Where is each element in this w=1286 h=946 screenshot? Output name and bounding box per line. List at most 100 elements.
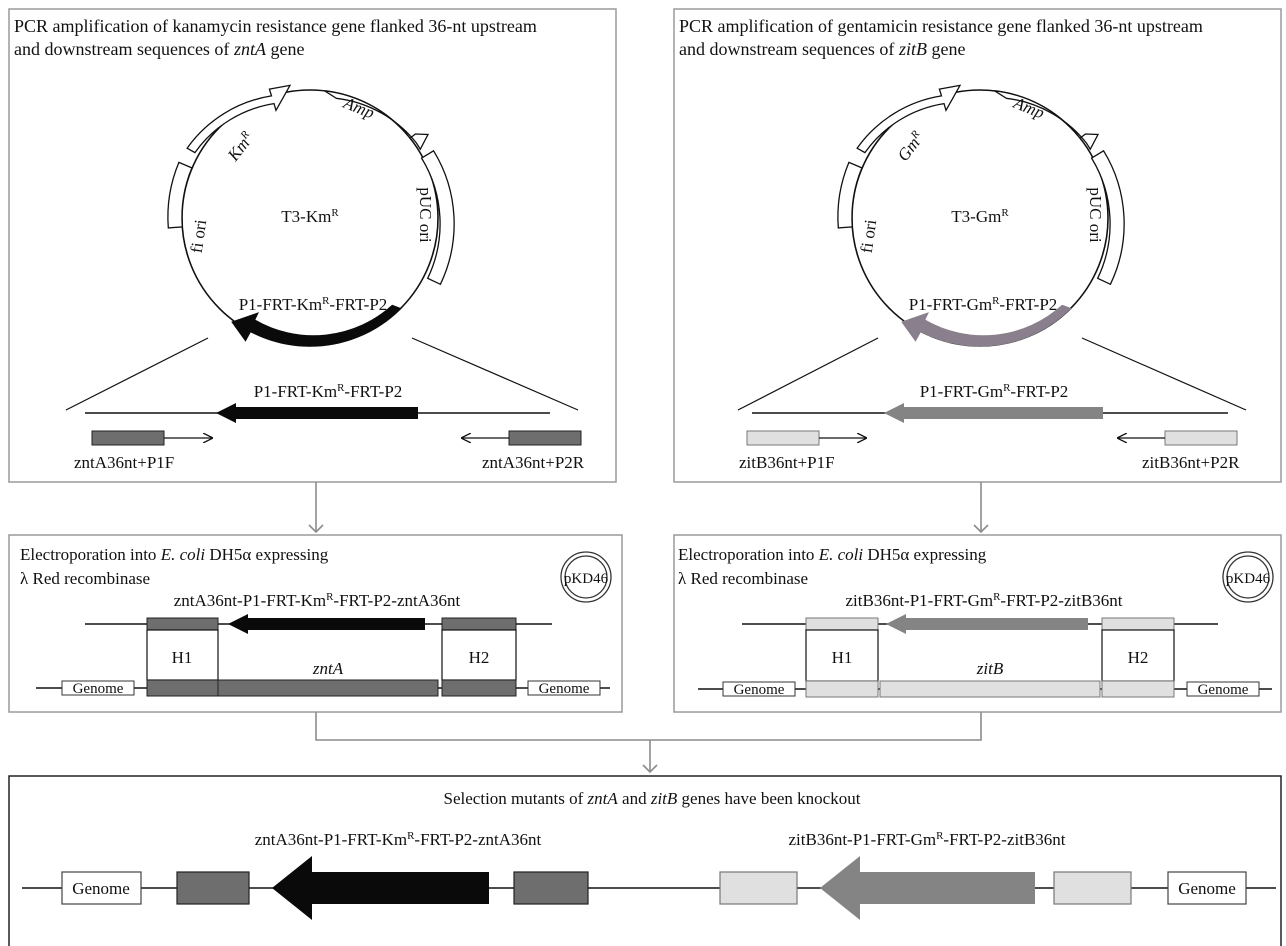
right-electro-h2-box [1101,617,1175,631]
bottom-genome-box-left [61,871,142,905]
right-electro-line1: Electroporation into E. coli DH5α expres… [678,545,987,564]
left-pcr-panel: PCR amplification of kanamycin resistanc… [8,8,617,483]
left-h1-region [146,629,219,681]
right-h2-region [1101,629,1175,682]
right-plasmid-cassette-label: P1-FRT-GmR-FRT-P2 [909,295,1058,314]
left-plasmid-cassette-label: P1-FRT-KmR-FRT-P2 [239,295,388,314]
right-primer-f-label: zitB36nt+P1F [739,453,835,472]
left-genome-h1 [146,679,219,697]
right-pcr-cassette-label: P1-FRT-GmR-FRT-P2 [920,382,1069,401]
right-genome-box-right [1186,681,1260,697]
right-pcr-product: P1-FRT-GmR-FRT-P2 zitB36nt+P1F zitB36nt+… [739,382,1240,472]
left-electro-line1: Electroporation into E. coli DH5α expres… [20,545,329,564]
right-electro-cassette-arrow [886,614,1088,634]
left-pcr-panel-frame [8,8,617,483]
right-puc-ori-arc [1090,149,1125,286]
left-primer-r-label: zntA36nt+P2R [482,453,585,472]
left-h2-region [441,629,517,681]
bottom-title: Selection mutants of zntA and zitB genes… [444,789,861,808]
bottom-km-cassette-arrow [272,856,489,920]
left-h2-label: H2 [469,648,490,667]
left-pcr-product: P1-FRT-KmR-FRT-P2 zntA36nt+P1F zntA36nt+… [74,382,585,472]
left-pcr-cassette-label: P1-FRT-KmR-FRT-P2 [254,382,403,401]
right-panel-title-line2: and downstream sequences of zitB gene [679,39,965,59]
bottom-left-construct-label: zntA36nt-P1-FRT-KmR-FRT-P2-zntA36nt [255,830,542,849]
left-cassette-arc [231,304,402,347]
right-electro-line2: λ Red recombinase [678,569,808,588]
right-pkd46-label: pKD46 [1226,571,1271,587]
bottom-zitb-h2-box [1053,871,1132,905]
bottom-genome-right-label: Genome [1178,879,1236,898]
left-gene-label: zntA [312,659,344,678]
left-primer-f-label: zntA36nt+P1F [74,453,174,472]
right-fi-ori-arc [837,161,863,229]
left-pcr-cassette-arrow [216,403,418,423]
right-amp-arc [994,90,1100,151]
left-zoom-line-left [65,337,209,411]
left-pkd46-label: pKD46 [564,571,609,587]
left-plasmid-map: KmR Amp pUC ori fi ori T3-KmR P1-FRT-KmR… [167,84,455,347]
bottom-mutant-panel: Selection mutants of zntA and zitB genes… [8,775,1282,946]
right-primer-r-box [1164,430,1238,446]
right-cassette-arc [901,304,1072,347]
right-electroporation-panel: Electroporation into E. coli DH5α expres… [673,534,1282,713]
bottom-right-construct-label: zitB36nt-P1-FRT-GmR-FRT-P2-zitB36nt [788,830,1065,849]
right-plasmid-map: GmR Amp pUC ori fi ori T3-GmR P1-FRT-GmR… [837,84,1125,347]
right-pcr-cassette-arrow [884,403,1103,423]
left-puc-ori-arc [420,149,455,286]
right-h1-label: H1 [832,648,853,667]
right-plasmid-name: T3-GmR [951,207,1009,226]
left-genome-right-label: Genome [539,681,590,697]
left-panel-title-line1: PCR amplification of kanamycin resistanc… [14,16,537,36]
left-electro-cassette-arrow [228,614,425,634]
right-h1-region [805,629,879,682]
left-primer-f-box [91,430,165,446]
right-genome-h2 [1101,680,1175,698]
left-primer-r-box [508,430,582,446]
left-kmr-arc [186,84,292,154]
right-puc-ori-label: pUC ori [1086,187,1105,243]
left-electroporation-panel: Electroporation into E. coli DH5α expres… [8,534,623,713]
right-electro-h1-box [805,617,879,631]
left-fi-ori-arc [167,161,193,229]
left-genome-znta-box [217,679,439,697]
right-pcr-panel: PCR amplification of gentamicin resistan… [673,8,1282,483]
left-genome-left-label: Genome [73,681,124,697]
left-electro-line2: λ Red recombinase [20,569,150,588]
right-genome-h1 [805,680,879,698]
right-panel-title-line1: PCR amplification of gentamicin resistan… [679,16,1203,36]
right-h2-label: H2 [1128,648,1149,667]
left-pkd46-plasmid: pKD46 [560,551,612,603]
left-electro-h2-box [441,617,517,631]
bottom-znta-h1-box [176,871,250,905]
bottom-gm-cassette-arrow [820,856,1035,920]
right-primer-f-box [746,430,820,446]
right-genome-right-label: Genome [1198,682,1249,698]
right-genome-box-left [722,681,796,697]
right-genome-left-label: Genome [734,682,785,698]
bottom-genome-left-label: Genome [72,879,130,898]
left-fi-ori-label: fi ori [187,218,211,254]
right-electro-product-label: zitB36nt-P1-FRT-GmR-FRT-P2-zitB36nt [845,591,1122,610]
merge-connector [315,712,982,741]
right-fi-ori-label: fi ori [857,218,881,254]
left-genome-h2 [441,679,517,697]
left-electro-product-label: zntA36nt-P1-FRT-KmR-FRT-P2-zntA36nt [174,591,461,610]
left-genome-box-left [61,680,135,696]
left-puc-ori-label: pUC ori [416,187,435,243]
right-zoom-line-left [737,337,879,411]
right-pkd46-plasmid: pKD46 [1222,551,1274,603]
right-zoom-line-right [1081,337,1247,411]
left-amp-arc [324,90,430,151]
left-electro-h1-box [146,617,219,631]
left-panel-title-line2: and downstream sequences of zntA gene [14,39,304,59]
left-h1-label: H1 [172,648,193,667]
right-pcr-panel-frame [673,8,1282,483]
left-zoom-line-right [411,337,579,411]
bottom-znta-h2-box [513,871,589,905]
bottom-zitb-h1-box [719,871,798,905]
left-plasmid-name: T3-KmR [281,207,339,226]
right-primer-r-label: zitB36nt+P2R [1142,453,1240,472]
right-gene-label: zitB [976,659,1004,678]
right-gmr-arc [856,84,962,154]
